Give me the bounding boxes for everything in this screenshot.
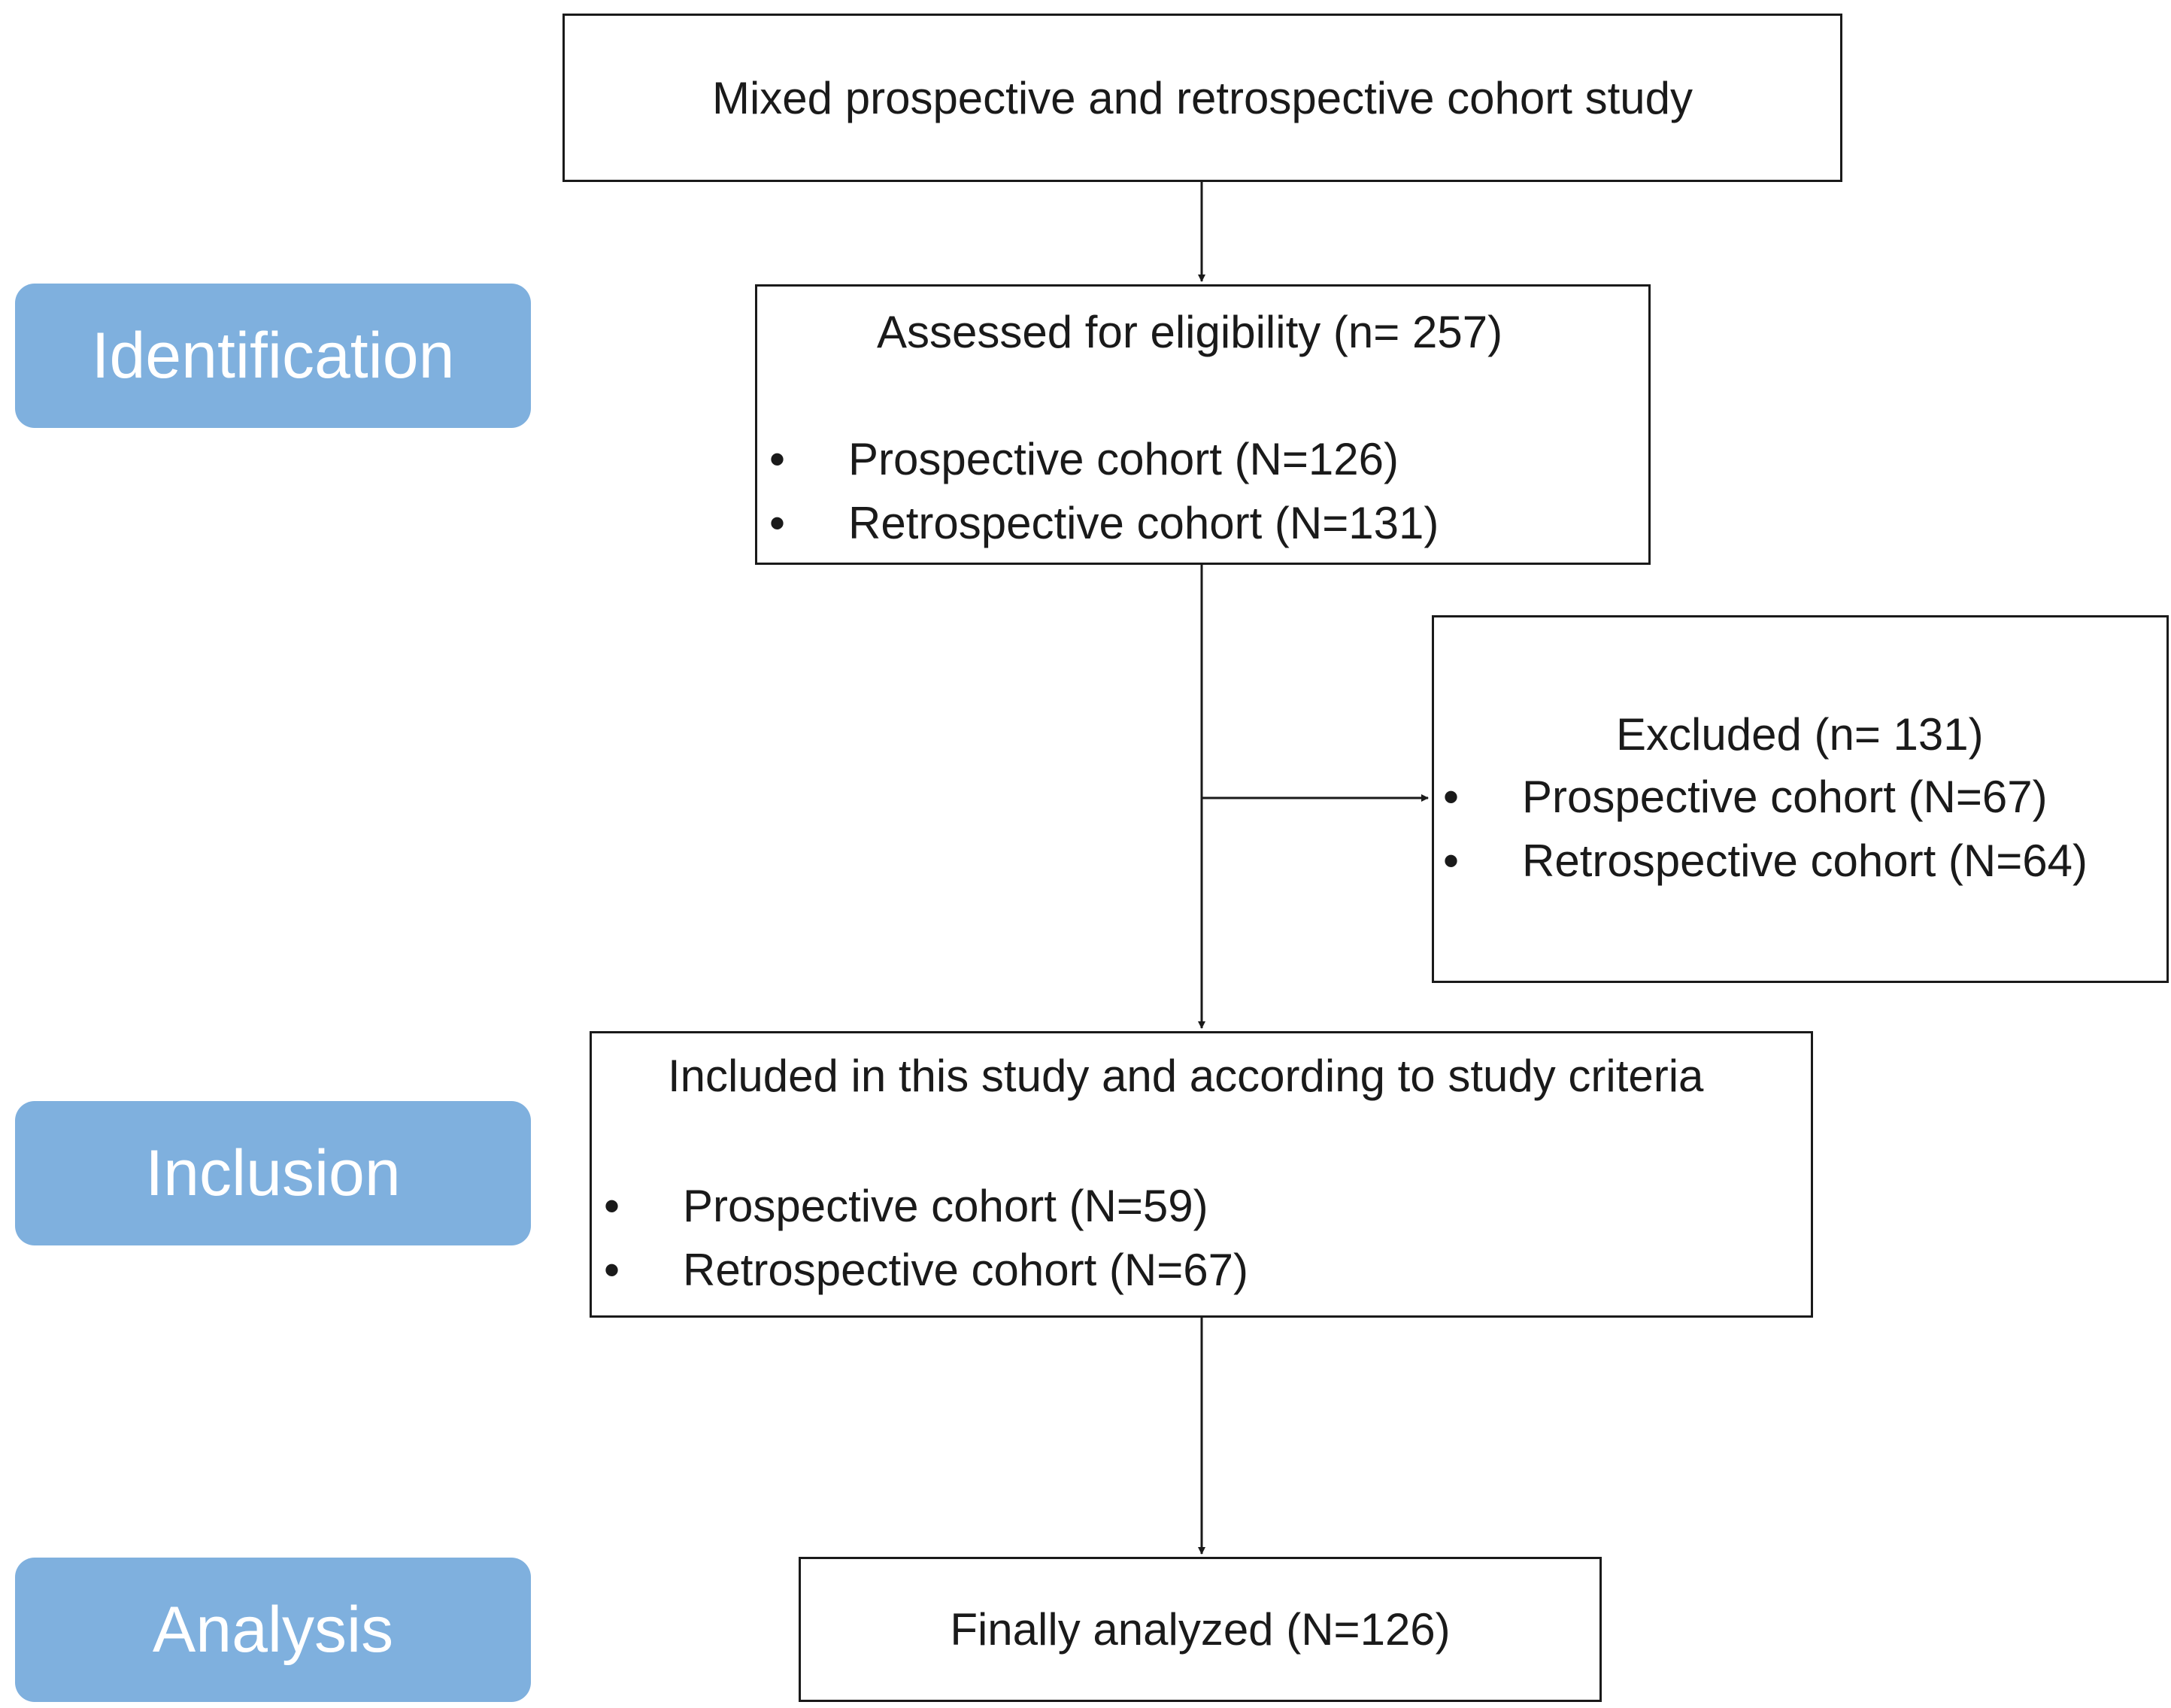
stage-label-text: Inclusion — [145, 1136, 401, 1209]
excluded-box: Excluded (n= 131) Prospective cohort (N=… — [1432, 615, 2169, 983]
stage-label-identification: Identification — [15, 284, 531, 428]
stage-label-text: Analysis — [152, 1593, 394, 1666]
list-item: Retrospective cohort (N=67) — [604, 1238, 1248, 1302]
stage-label-text: Identification — [91, 319, 455, 392]
study-design-box: Mixed prospective and retrospective coho… — [562, 14, 1842, 182]
list-item: Prospective cohort (N=126) — [769, 427, 1439, 491]
list-item: Retrospective cohort (N=131) — [769, 491, 1439, 555]
excluded-list: Prospective cohort (N=67) Retrospective … — [1443, 765, 2088, 893]
list-item: Prospective cohort (N=67) — [1443, 765, 2088, 829]
list-item: Retrospective cohort (N=64) — [1443, 829, 2088, 893]
analyzed-title: Finally analyzed (N=126) — [950, 1604, 1451, 1655]
included-list: Prospective cohort (N=59) Retrospective … — [604, 1174, 1248, 1302]
eligibility-title: Assessed for eligibility (n= 257) — [877, 307, 1503, 357]
included-box: Included in this study and according to … — [590, 1031, 1813, 1318]
excluded-title: Excluded (n= 131) — [1616, 709, 1984, 760]
included-title: Included in this study and according to … — [668, 1051, 1704, 1101]
stage-label-inclusion: Inclusion — [15, 1101, 531, 1245]
list-item: Prospective cohort (N=59) — [604, 1174, 1248, 1238]
eligibility-box: Assessed for eligibility (n= 257) Prospe… — [755, 284, 1651, 565]
analyzed-box: Finally analyzed (N=126) — [799, 1557, 1602, 1702]
stage-label-analysis: Analysis — [15, 1558, 531, 1702]
eligibility-list: Prospective cohort (N=126) Retrospective… — [769, 427, 1439, 555]
study-design-title: Mixed prospective and retrospective coho… — [712, 72, 1693, 123]
